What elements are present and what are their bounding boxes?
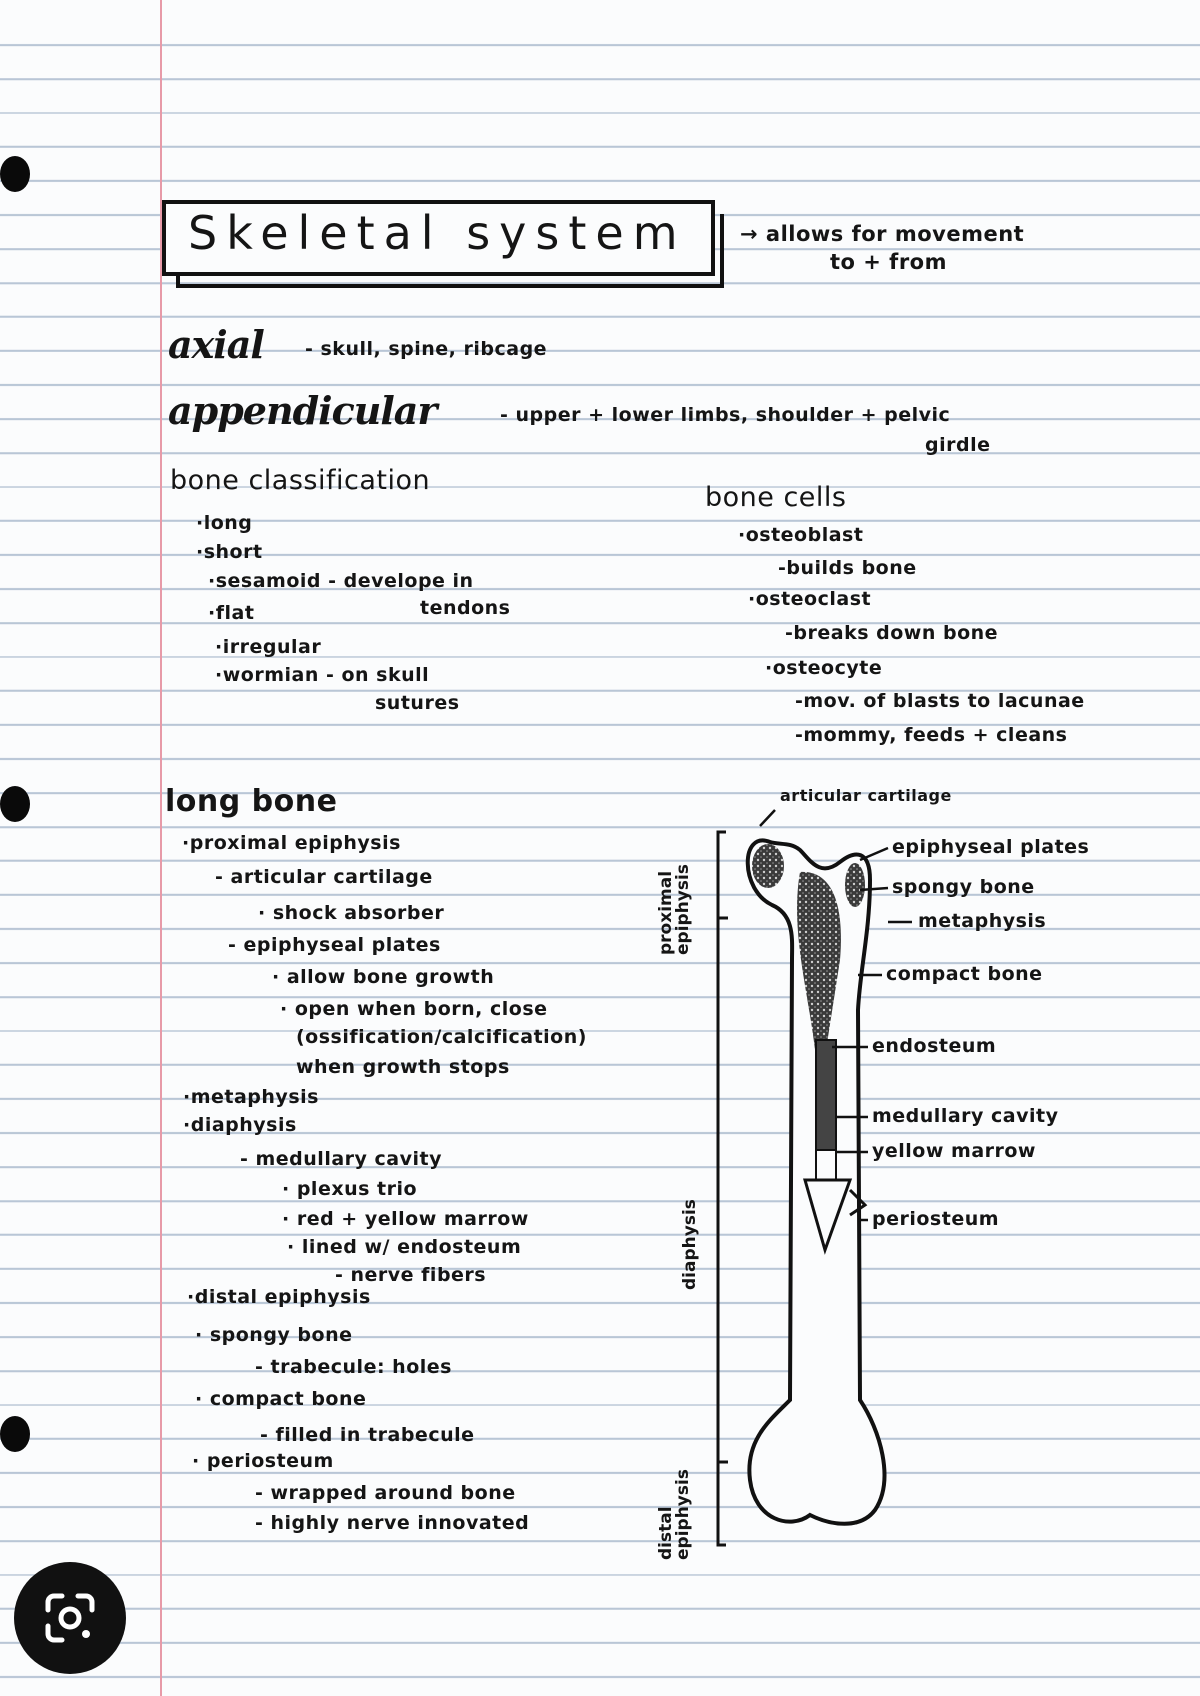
spongy-bone-trochanter (845, 863, 865, 907)
classification-heading: bone classification (170, 465, 431, 496)
appendicular-term: appendicular (168, 388, 437, 433)
appendicular-def: - upper + lower limbs, shoulder + pelvic (500, 404, 951, 426)
spongy-bone-neck (797, 871, 841, 1050)
note-line: · periosteum (192, 1450, 334, 1472)
axial-term: axial (168, 322, 265, 367)
title-box (162, 200, 715, 276)
region-label: distal epiphysis (656, 1469, 693, 1560)
note-line: (ossification/calcification) (296, 1026, 587, 1048)
note-line: - filled in trabecule (260, 1424, 475, 1446)
region-bracket (716, 830, 728, 1547)
diagram-label: periosteum (872, 1208, 1000, 1230)
list-item: ·sesamoid - develope in (208, 570, 474, 592)
list-item: -builds bone (778, 557, 917, 579)
diagram-label: spongy bone (892, 876, 1035, 898)
note-line: · lined w/ endosteum (287, 1236, 522, 1258)
diagram-label: articular cartilage (780, 786, 952, 805)
list-item: ·flat (208, 602, 255, 624)
region-label: proximal epiphysis (656, 864, 693, 955)
title-note: → allows for movement (740, 222, 1025, 246)
note-line: - epiphyseal plates (228, 934, 441, 956)
note-line: - medullary cavity (240, 1148, 442, 1170)
appendicular-def: girdle (925, 434, 991, 456)
axial-def: - skull, spine, ribcage (305, 338, 548, 360)
list-item: -mommy, feeds + cleans (795, 724, 1068, 746)
binder-hole (0, 156, 30, 192)
diagram-label: medullary cavity (872, 1105, 1059, 1127)
list-item: ·irregular (215, 636, 322, 658)
note-line: · open when born, close (280, 998, 548, 1020)
periosteum-flap (803, 1178, 853, 1255)
list-item: sutures (375, 692, 460, 714)
google-lens-button[interactable] (14, 1562, 126, 1674)
title-note: to + from (830, 250, 947, 274)
note-line: - articular cartilage (215, 866, 433, 888)
note-line: - trabecule: holes (255, 1356, 452, 1378)
list-item: ·osteoblast (738, 524, 864, 546)
list-item: ·long (196, 512, 253, 534)
long-bone-heading: long bone (165, 784, 338, 819)
binder-hole (0, 786, 30, 822)
region-label: diaphysis (680, 1199, 700, 1290)
diagram-label: metaphysis (918, 910, 1047, 932)
list-item: ·short (196, 541, 263, 563)
note-line: · shock absorber (258, 902, 445, 924)
note-line: - wrapped around bone (255, 1482, 516, 1504)
binder-hole (0, 1416, 30, 1452)
diagram-label: compact bone (886, 963, 1043, 985)
cells-heading: bone cells (705, 482, 847, 513)
note-line: · spongy bone (195, 1324, 353, 1346)
list-item: tendons (420, 597, 511, 619)
diagram-label: yellow marrow (872, 1140, 1036, 1162)
note-line: · plexus trio (282, 1178, 418, 1200)
google-lens-icon (45, 1593, 95, 1643)
note-line: - highly nerve innovated (255, 1512, 530, 1534)
note-line: · red + yellow marrow (282, 1208, 529, 1230)
note-line: ·diaphysis (183, 1114, 297, 1136)
margin-line (160, 0, 162, 1696)
note-line: when growth stops (296, 1056, 510, 1078)
note-line: - nerve fibers (335, 1264, 487, 1286)
list-item: -mov. of blasts to lacunae (795, 690, 1085, 712)
note-line: ·proximal epiphysis (182, 832, 401, 854)
note-line: · compact bone (195, 1388, 367, 1410)
list-item: ·wormian - on skull (215, 664, 430, 686)
list-item: ·osteoclast (748, 588, 872, 610)
spongy-bone-head (752, 844, 784, 888)
note-line: ·metaphysis (183, 1086, 319, 1108)
diagram-label: endosteum (872, 1035, 997, 1057)
note-line: ·distal epiphysis (187, 1286, 371, 1308)
page-title: Skeletal system (188, 206, 687, 260)
leader-lines (759, 809, 912, 1222)
diagram-label: epiphyseal plates (892, 836, 1090, 858)
list-item: ·osteocyte (765, 657, 883, 679)
yellow-marrow (815, 1149, 837, 1181)
list-item: -breaks down bone (785, 622, 999, 644)
note-line: · allow bone growth (272, 966, 495, 988)
